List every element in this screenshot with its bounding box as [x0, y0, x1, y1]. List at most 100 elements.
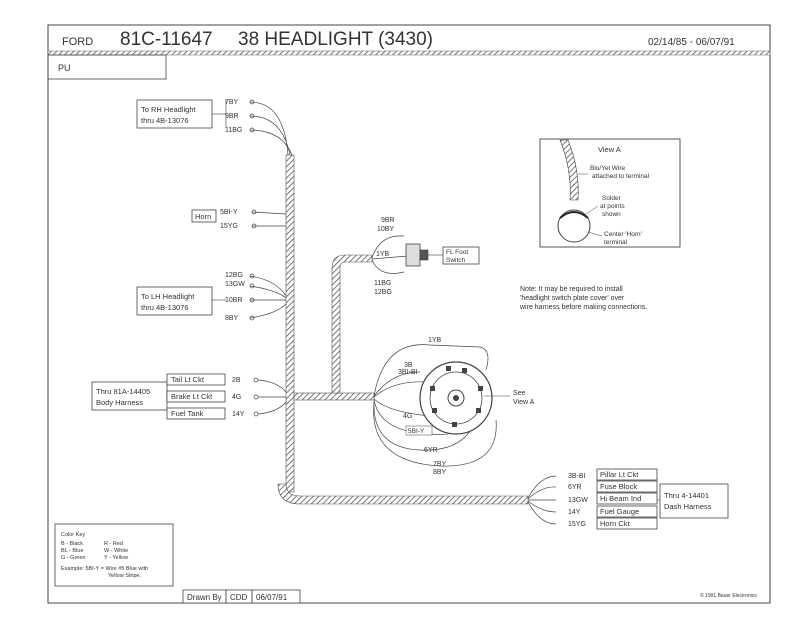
terminal-icon	[249, 273, 255, 279]
body-harness-group: Thru 81A-14405 Body Harness Tail Lt Ckt …	[91, 373, 287, 420]
view-a-wire	[559, 139, 579, 201]
wire-5bi-y: 5BI-Y	[220, 209, 238, 216]
see-view-line1: See	[513, 390, 526, 397]
title-block: FORD 81C-11647 38 HEADLIGHT (3430) 02/14…	[47, 29, 771, 80]
switch-terminal	[462, 368, 467, 373]
wire-12bg: 12BG	[225, 272, 243, 279]
wire-2b: 2B	[232, 377, 241, 384]
foot-switch-group: 9BR 10BY 1YB 11BG 12BG FL Foot Switch	[371, 217, 480, 296]
view-a-solder-3: shown	[602, 211, 621, 218]
rh-headlight-box	[136, 99, 213, 129]
fl-foot-switch-line2: Switch	[446, 257, 466, 264]
switch-terminal	[478, 386, 483, 391]
color-key-row1-b: R - Red	[104, 541, 123, 547]
sub-label-box	[47, 54, 167, 80]
color-key-row3-a: G - Green	[61, 555, 85, 561]
wire-8by-conn: 8BY	[433, 469, 447, 476]
wire-8by: 8BY	[225, 315, 239, 322]
view-a-leader	[585, 205, 599, 215]
wire-12bg-switch: 12BG	[374, 289, 392, 296]
harness-to-headlight-switch	[331, 254, 373, 394]
dash-harness-group: 3B-BI 6YR 13GW 14Y 15YG Pillar Lt Ckt Fu…	[527, 468, 729, 530]
horn-ckt-box	[596, 517, 658, 530]
view-a-blu-yel-2: attached to terminal	[592, 173, 650, 180]
wire-4g-conn: 4G	[403, 413, 412, 420]
terminal-icon	[253, 411, 259, 417]
lh-headlight-group: To LH Headlight thru 4B-13076 12BG 13GW …	[136, 272, 287, 322]
wire-1yb-conn: 1YB	[428, 337, 442, 344]
brake-lt-label: Brake Lt Ckt	[171, 392, 213, 401]
date-range: 02/14/85 - 06/07/91	[648, 37, 735, 48]
wire-13gw: 13GW	[225, 281, 245, 288]
sheet-frame	[47, 24, 771, 604]
terminal-icon	[249, 297, 255, 303]
footer-date-box	[251, 589, 301, 604]
view-a-solder-2: at points	[600, 203, 625, 210]
wire-13gw-dash: 13GW	[568, 497, 588, 504]
hi-beam-label: Hi Beam Ind	[600, 494, 641, 503]
tail-lt-label: Tail Lt Ckt	[171, 375, 205, 384]
rh-headlight-line1: To RH Headlight	[141, 105, 197, 114]
wire-15yg: 15YG	[220, 223, 238, 230]
wire-6yr-dash: 6YR	[568, 484, 582, 491]
color-key-example-1: Example: 5BI-Y = Wire #5 Blue with	[61, 566, 148, 572]
lh-headlight-box	[136, 286, 213, 316]
color-key-box	[54, 523, 174, 587]
page-title: 38 HEADLIGHT (3430)	[238, 29, 433, 50]
horn-group: Horn 5BI-Y 15YG	[191, 209, 287, 230]
color-key-row2-a: BL - Blue	[61, 548, 83, 554]
view-a-terminal	[557, 209, 591, 243]
wire-5bi-conn: 5BI-Y	[408, 428, 425, 435]
horn-box	[191, 209, 217, 223]
wire-9br-switch: 9BR	[381, 217, 395, 224]
tail-lt-box	[166, 373, 226, 386]
headlight-switch-connector: 1YB 3B 3BI-BI 4G 5BI-Y 6YR 7BY 8BY See V…	[373, 337, 535, 476]
dash-harness-line2: Dash Harness	[664, 502, 712, 511]
rh-headlight-group: To RH Headlight thru 4B-13076 7BY 9BR 11…	[136, 99, 293, 156]
footer: Drawn By CDD 06/07/91 © 1991 Bauer Elect…	[182, 589, 757, 604]
switch-terminal	[446, 366, 451, 371]
wire-10by-switch: 10BY	[377, 226, 394, 233]
wire-3bi-conn: 3BI-BI	[398, 369, 418, 376]
switch-terminal	[476, 408, 481, 413]
wire-4g: 4G	[232, 394, 241, 401]
pillar-lt-box	[596, 468, 658, 481]
view-a-blu-yel-1: Blu/Yel Wire	[590, 165, 626, 172]
wire-11bg: 11BG	[225, 127, 242, 134]
color-key-row3-b: Y - Yellow	[104, 555, 128, 561]
color-key-row1-a: B - Black	[61, 541, 83, 547]
fl-foot-switch-box	[442, 246, 480, 265]
note-line3: wire harness before making connections.	[519, 304, 647, 311]
color-key-row2-b: W - White	[104, 548, 128, 554]
hi-beam-box	[596, 492, 658, 505]
color-key-example-2: Yellow Stripe.	[108, 573, 142, 579]
terminal-icon	[249, 127, 255, 133]
drawn-by-label: Drawn By	[187, 593, 222, 602]
terminal-icon	[249, 283, 255, 289]
drawn-by-name: CDD	[230, 593, 248, 602]
wire-3b-bi-dash: 3B-BI	[568, 473, 586, 480]
harness-to-switch	[293, 392, 375, 401]
terminal-icon	[251, 223, 257, 229]
view-a-title: View A	[598, 145, 621, 154]
terminal-icon	[249, 99, 255, 105]
fl-foot-switch-line1: FL Foot	[446, 249, 468, 256]
body-harness-line2: Body Harness	[96, 398, 143, 407]
note-line1: Note: It may be required to install	[520, 286, 623, 293]
terminal-icon	[253, 394, 259, 400]
main-harness	[277, 154, 529, 505]
terminal-icon	[249, 315, 255, 321]
dash-wires	[527, 475, 557, 525]
fuse-block-label: Fuse Block	[600, 482, 637, 491]
wire-5bi-tag	[405, 425, 433, 436]
body-harness-line1: Thru 81A-14405	[96, 387, 150, 396]
terminal-icon	[253, 377, 259, 383]
note-line2: 'headlight switch plate cover' over	[520, 295, 625, 302]
lh-headlight-line1: To LH Headlight	[141, 292, 195, 301]
horn-wires	[251, 211, 287, 227]
view-a-solder-1: Solder	[602, 195, 622, 202]
body-harness-box	[91, 381, 168, 411]
view-a-center-1: Center 'Horn'	[604, 231, 642, 238]
terminal-icon	[251, 209, 257, 215]
